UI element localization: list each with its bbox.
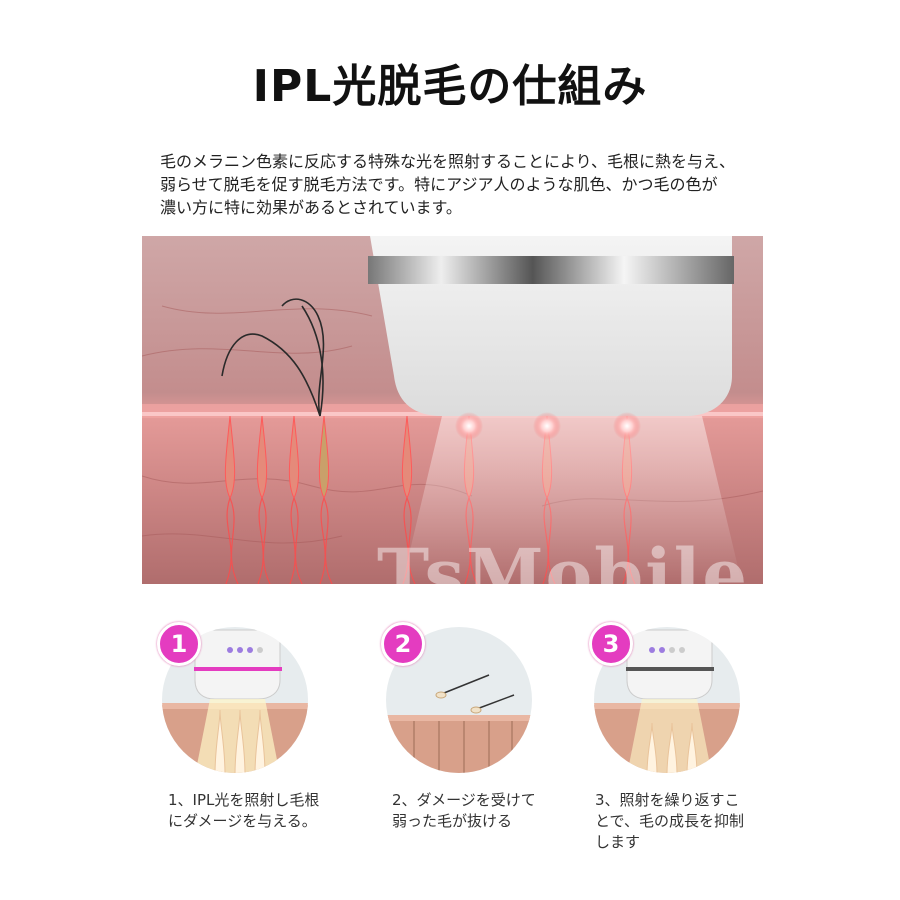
page-title: IPL光脱毛の仕組み xyxy=(252,61,648,112)
caption-line: にダメージを与える。 xyxy=(168,812,317,830)
step-number-badge: 2 xyxy=(381,622,425,666)
step-1-illustration: 1 xyxy=(157,622,310,775)
step-number-badge: 3 xyxy=(589,622,633,666)
follicle-root xyxy=(257,497,271,584)
description-line: 濃い方に特に効果があるとされています。 xyxy=(160,198,462,217)
step-3-caption: 3、照射を繰り返すこ とで、毛の成長を抑制 します xyxy=(595,790,765,853)
caption-line: とで、毛の成長を抑制 xyxy=(595,812,744,830)
watermark: TsMobile xyxy=(377,533,749,584)
step-2-caption: 2、ダメージを受けて 弱った毛が抜ける xyxy=(392,790,562,832)
follicle-root xyxy=(225,497,239,584)
caption-line: 1、IPL光を照射し毛根 xyxy=(168,791,320,809)
follicle-root xyxy=(319,497,333,584)
step-number-badge: 1 xyxy=(157,622,201,666)
description: 毛のメラニン色素に反応する特殊な光を照射することにより、毛根に熱を与え、 弱らせ… xyxy=(160,150,760,219)
step-1-caption: 1、IPL光を照射し毛根 にダメージを与える。 xyxy=(168,790,338,832)
caption-line: 弱った毛が抜ける xyxy=(392,812,513,830)
caption-line: 2、ダメージを受けて xyxy=(392,791,536,809)
description-line: 毛のメラニン色素に反応する特殊な光を照射することにより、毛根に熱を与え、 xyxy=(160,152,736,171)
follicle-root xyxy=(289,497,303,584)
step-3-illustration: 3 xyxy=(589,622,742,775)
caption-line: します xyxy=(595,833,641,851)
description-line: 弱らせて脱毛を促す脱毛方法です。特にアジア人のような肌色、かつ毛の色が xyxy=(160,175,718,194)
step-2-illustration: 2 xyxy=(381,622,534,775)
caption-line: 3、照射を繰り返すこ xyxy=(595,791,740,809)
ipl-illustration: TsMobile xyxy=(142,236,763,584)
